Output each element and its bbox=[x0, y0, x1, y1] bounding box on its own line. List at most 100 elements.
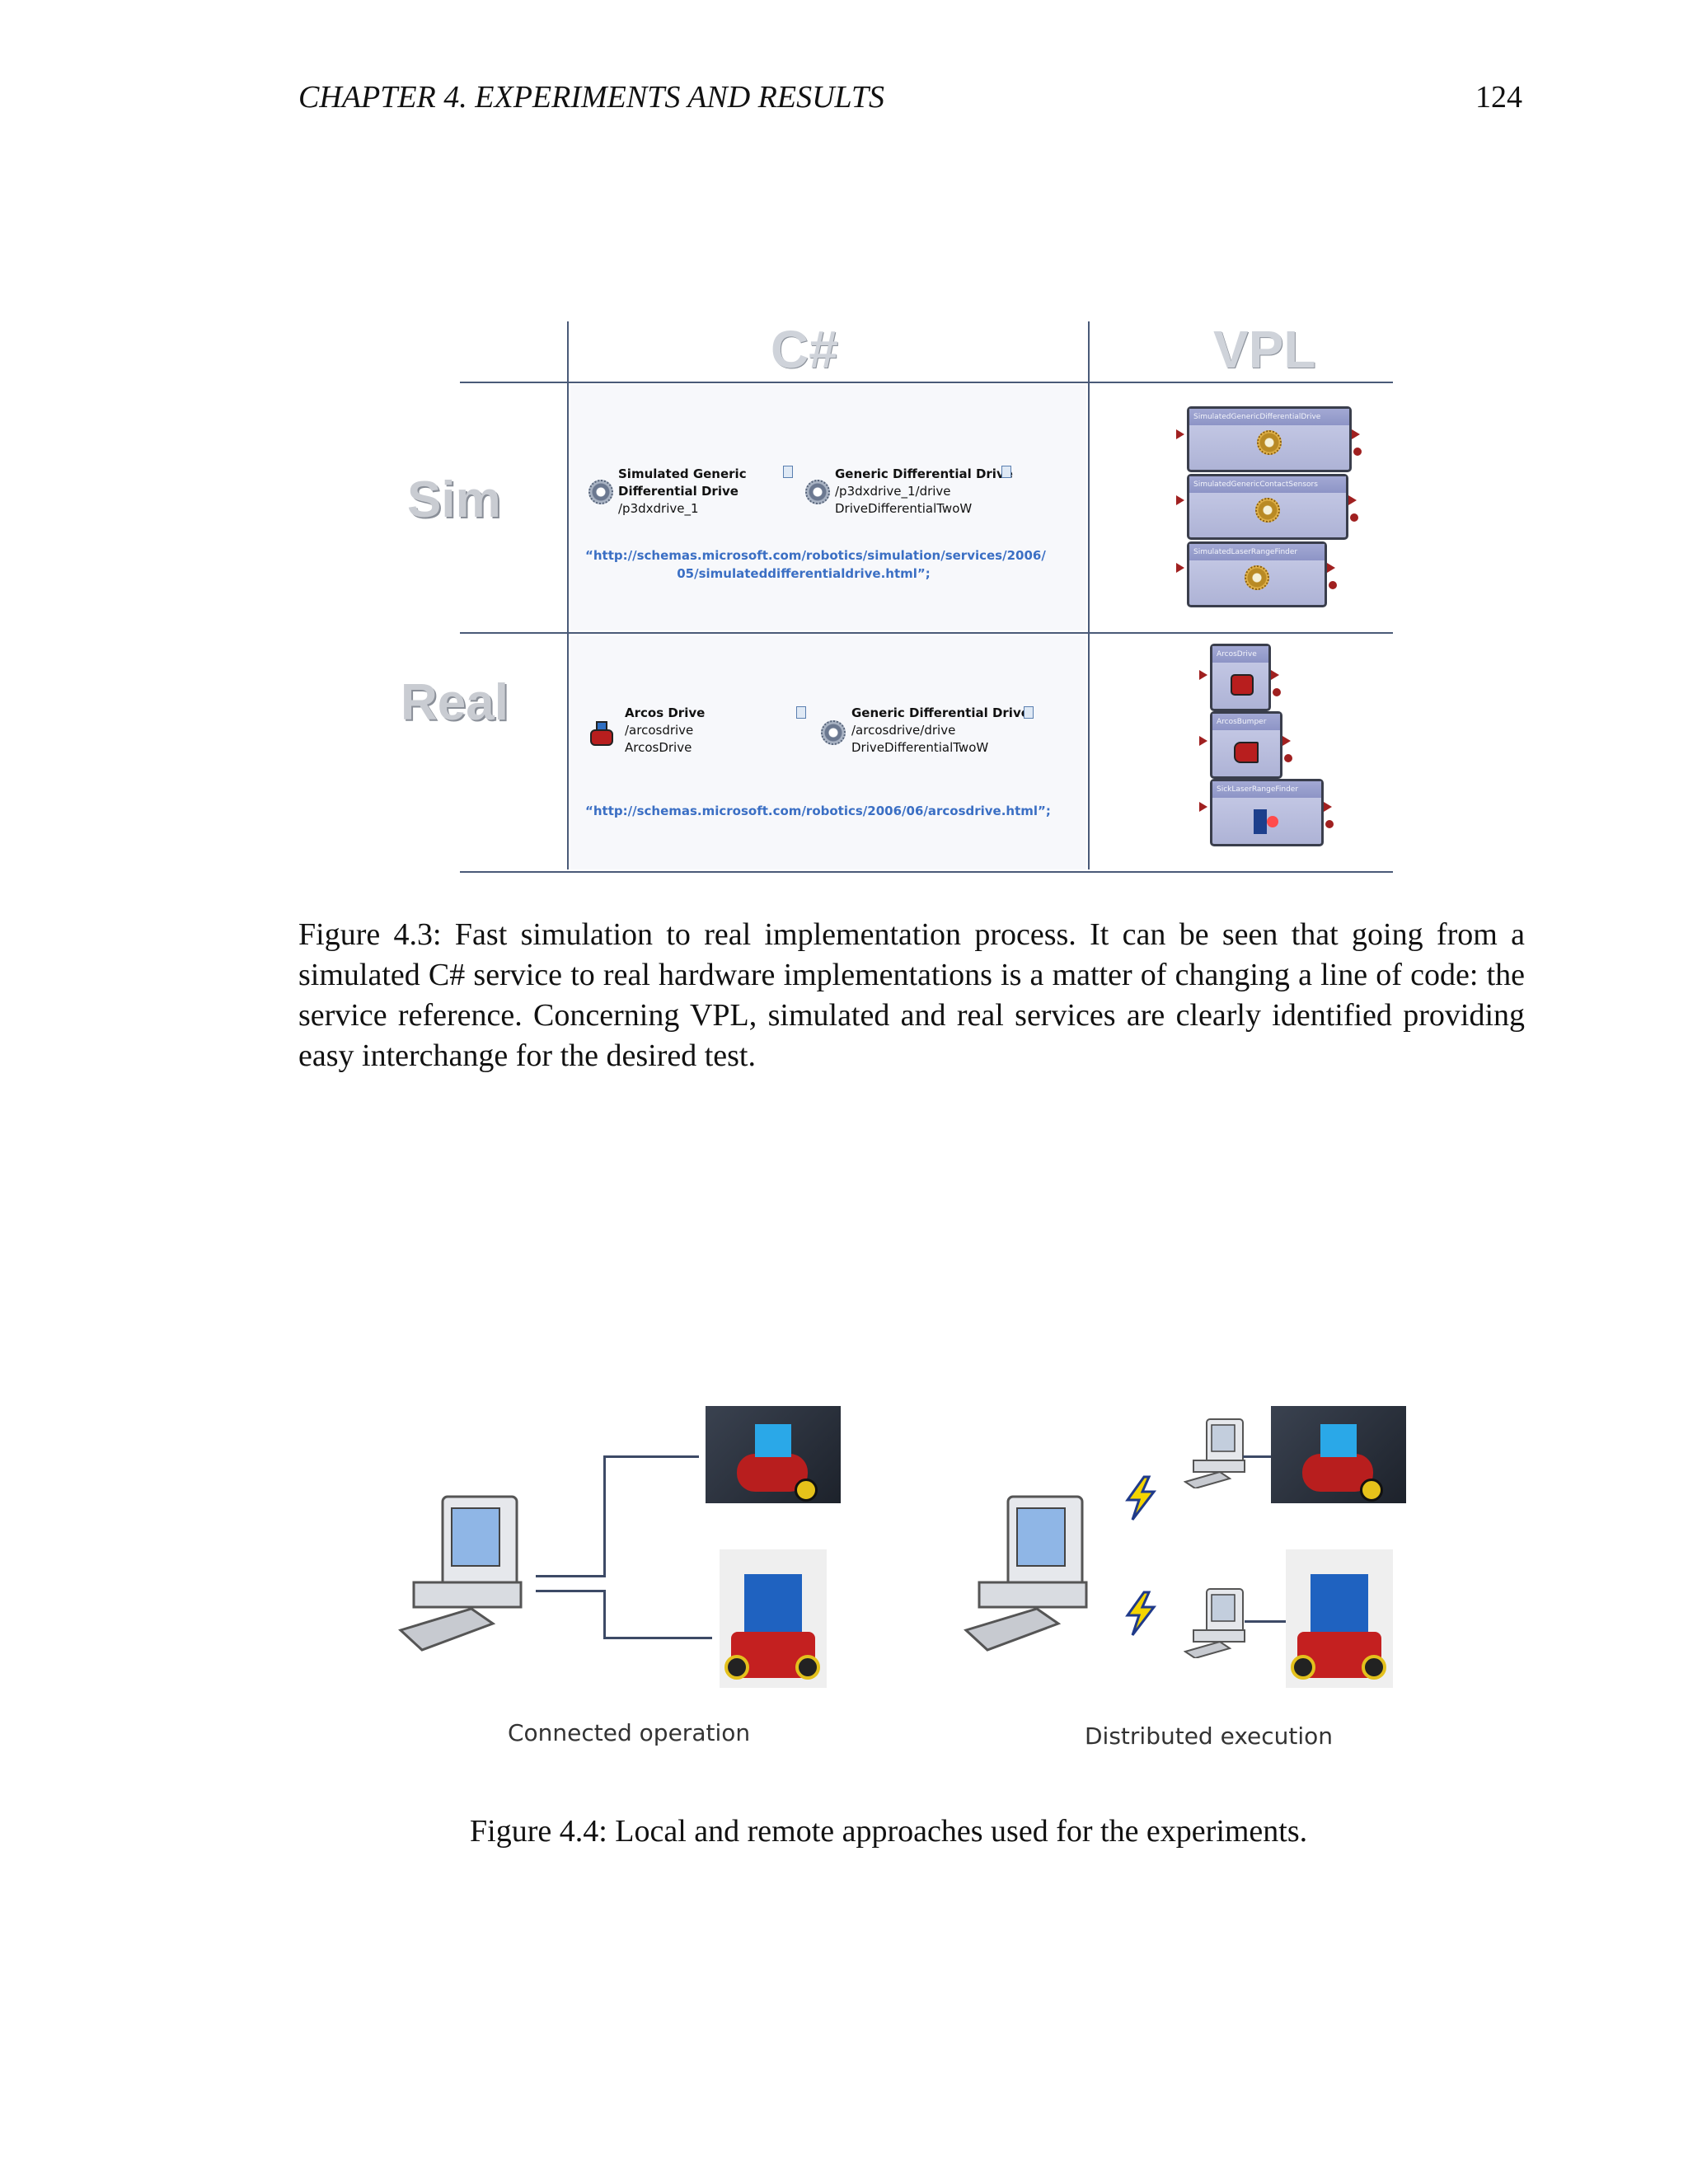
remote-computer-icon bbox=[1184, 1418, 1245, 1488]
real-service-b-contract: DriveDifferentialTwoW bbox=[851, 740, 989, 755]
robot-wheel bbox=[724, 1655, 749, 1680]
output-arrow-icon bbox=[1352, 429, 1360, 439]
output-arrow-icon bbox=[1327, 563, 1335, 573]
vpl-block-title: SimulatedGenericDifferentialDrive bbox=[1189, 409, 1349, 425]
sim-service-a: Simulated Generic Differential Drive /p3… bbox=[618, 466, 747, 518]
column-header-csharp: C# bbox=[771, 320, 838, 379]
row-header-sim: Sim bbox=[407, 471, 501, 528]
vpl-block-title: SickLaserRangeFinder bbox=[1212, 781, 1321, 798]
grid-line-row3 bbox=[460, 871, 1393, 873]
input-arrow-icon bbox=[1176, 495, 1184, 505]
connection-wire bbox=[603, 1455, 606, 1577]
robot-wheel bbox=[1360, 1479, 1383, 1502]
notification-port-icon bbox=[1350, 513, 1358, 522]
wireless-bolt-icon bbox=[1125, 1591, 1157, 1636]
figure-4-4-caption: Figure 4.4: Local and remote approaches … bbox=[470, 1814, 1308, 1849]
column-header-vpl: VPL bbox=[1213, 320, 1316, 379]
connection-wire bbox=[536, 1575, 605, 1577]
real-service-a-title: Arcos Drive bbox=[625, 705, 706, 720]
gear-icon bbox=[588, 480, 613, 504]
laser-icon bbox=[1254, 809, 1267, 834]
connection-wire bbox=[603, 1590, 606, 1639]
vpl-block-title: SimulatedGenericContactSensors bbox=[1189, 476, 1346, 493]
sim-service-b: Generic Differential Drive /p3dxdrive_1/… bbox=[835, 466, 1013, 518]
real-service-a-contract: ArcosDrive bbox=[625, 740, 692, 755]
notification-port-icon bbox=[1353, 448, 1362, 456]
gear-icon bbox=[1245, 565, 1269, 591]
document-icon bbox=[1024, 706, 1034, 719]
bumper-icon bbox=[1234, 742, 1259, 763]
sim-service-b-contract: DriveDifferentialTwoW bbox=[835, 501, 973, 516]
document-icon bbox=[783, 466, 793, 478]
input-arrow-icon bbox=[1176, 563, 1184, 573]
vpl-block-title: ArcosBumper bbox=[1212, 714, 1280, 730]
real-service-a: Arcos Drive /arcosdrive ArcosDrive bbox=[625, 705, 705, 757]
output-arrow-icon bbox=[1348, 495, 1357, 505]
vpl-block-title: SimulatedLaserRangeFinder bbox=[1189, 544, 1325, 560]
notification-port-icon bbox=[1325, 820, 1334, 828]
figure-4-4: Connected operation Distributed executio bbox=[387, 1393, 1434, 1755]
vpl-block-sim-1: SimulatedGenericDifferentialDrive bbox=[1187, 406, 1352, 472]
input-arrow-icon bbox=[1199, 670, 1207, 680]
sim-service-a-title-1: Simulated Generic bbox=[618, 466, 747, 481]
distributed-execution-label: Distributed execution bbox=[1085, 1722, 1334, 1750]
grid-line-row2 bbox=[460, 632, 1393, 634]
document-icon bbox=[796, 706, 806, 719]
robot-icon-body bbox=[590, 729, 613, 746]
robot-sensor bbox=[755, 1424, 791, 1457]
real-service-a-path: /arcosdrive bbox=[625, 723, 694, 738]
running-header-chapter: CHAPTER 4. EXPERIMENTS AND RESULTS bbox=[298, 80, 885, 115]
sim-service-url: “http://schemas.microsoft.com/robotics/s… bbox=[585, 546, 1046, 583]
figure-4-3-caption: Figure 4.3: Fast simulation to real impl… bbox=[298, 917, 1525, 1073]
connection-wire bbox=[1245, 1620, 1286, 1623]
vpl-block-sim-3: SimulatedLaserRangeFinder bbox=[1187, 541, 1327, 607]
figure-4-3: C# VPL Sim Real Simulated Generic Differ… bbox=[396, 317, 1418, 878]
robot-icon bbox=[1231, 674, 1254, 696]
vpl-block-title: ArcosDrive bbox=[1212, 646, 1268, 663]
desktop-computer-icon bbox=[964, 1495, 1088, 1652]
robot-icon bbox=[588, 719, 615, 748]
notification-port-icon bbox=[1273, 688, 1281, 696]
sim-service-a-path: /p3dxdrive_1 bbox=[618, 501, 699, 516]
sim-service-b-path: /p3dxdrive_1/drive bbox=[835, 484, 951, 499]
robot-icon-head bbox=[596, 721, 607, 731]
gear-icon bbox=[1257, 430, 1282, 456]
connection-wire bbox=[603, 1455, 699, 1458]
robot-upper bbox=[1311, 1574, 1368, 1632]
gear-icon bbox=[821, 720, 846, 745]
connection-wire bbox=[603, 1637, 712, 1639]
connection-wire bbox=[1243, 1455, 1271, 1458]
grid-line-row1 bbox=[460, 382, 1393, 383]
notification-port-icon bbox=[1329, 581, 1337, 589]
robot-wheel bbox=[1291, 1655, 1315, 1680]
vpl-block-real-2: ArcosBumper bbox=[1210, 711, 1282, 779]
gear-icon bbox=[805, 480, 830, 504]
output-arrow-icon bbox=[1271, 670, 1279, 680]
grid-line-col1 bbox=[567, 321, 569, 869]
input-arrow-icon bbox=[1176, 429, 1184, 439]
real-service-url: “http://schemas.microsoft.com/robotics/2… bbox=[585, 804, 1051, 818]
simulated-robot-image bbox=[706, 1406, 841, 1503]
real-robot-photo bbox=[1286, 1549, 1393, 1688]
input-arrow-icon bbox=[1199, 736, 1207, 746]
robot-wheel bbox=[1362, 1655, 1386, 1680]
simulated-robot-image bbox=[1271, 1406, 1406, 1503]
real-service-b-path: /arcosdrive/drive bbox=[851, 723, 956, 738]
row-header-real: Real bbox=[401, 674, 509, 731]
grid-line-col2 bbox=[1088, 321, 1090, 869]
real-robot-photo bbox=[720, 1549, 827, 1688]
laser-beam-icon bbox=[1267, 816, 1278, 827]
sim-service-a-title-2: Differential Drive bbox=[618, 484, 738, 499]
vpl-block-real-3: SickLaserRangeFinder bbox=[1210, 779, 1324, 846]
desktop-computer-icon bbox=[398, 1495, 523, 1652]
input-arrow-icon bbox=[1199, 802, 1207, 812]
sim-url-line-2: 05/simulateddifferentialdrive.html”; bbox=[677, 566, 931, 581]
connection-wire bbox=[536, 1590, 605, 1592]
document-icon bbox=[1001, 466, 1011, 478]
wireless-bolt-icon bbox=[1125, 1475, 1157, 1521]
connected-operation-label: Connected operation bbox=[508, 1719, 751, 1746]
page-number: 124 bbox=[1475, 80, 1522, 115]
vpl-block-real-1: ArcosDrive bbox=[1210, 644, 1271, 711]
output-arrow-icon bbox=[1282, 736, 1291, 746]
sim-url-line-1: “http://schemas.microsoft.com/robotics/s… bbox=[585, 548, 1046, 563]
